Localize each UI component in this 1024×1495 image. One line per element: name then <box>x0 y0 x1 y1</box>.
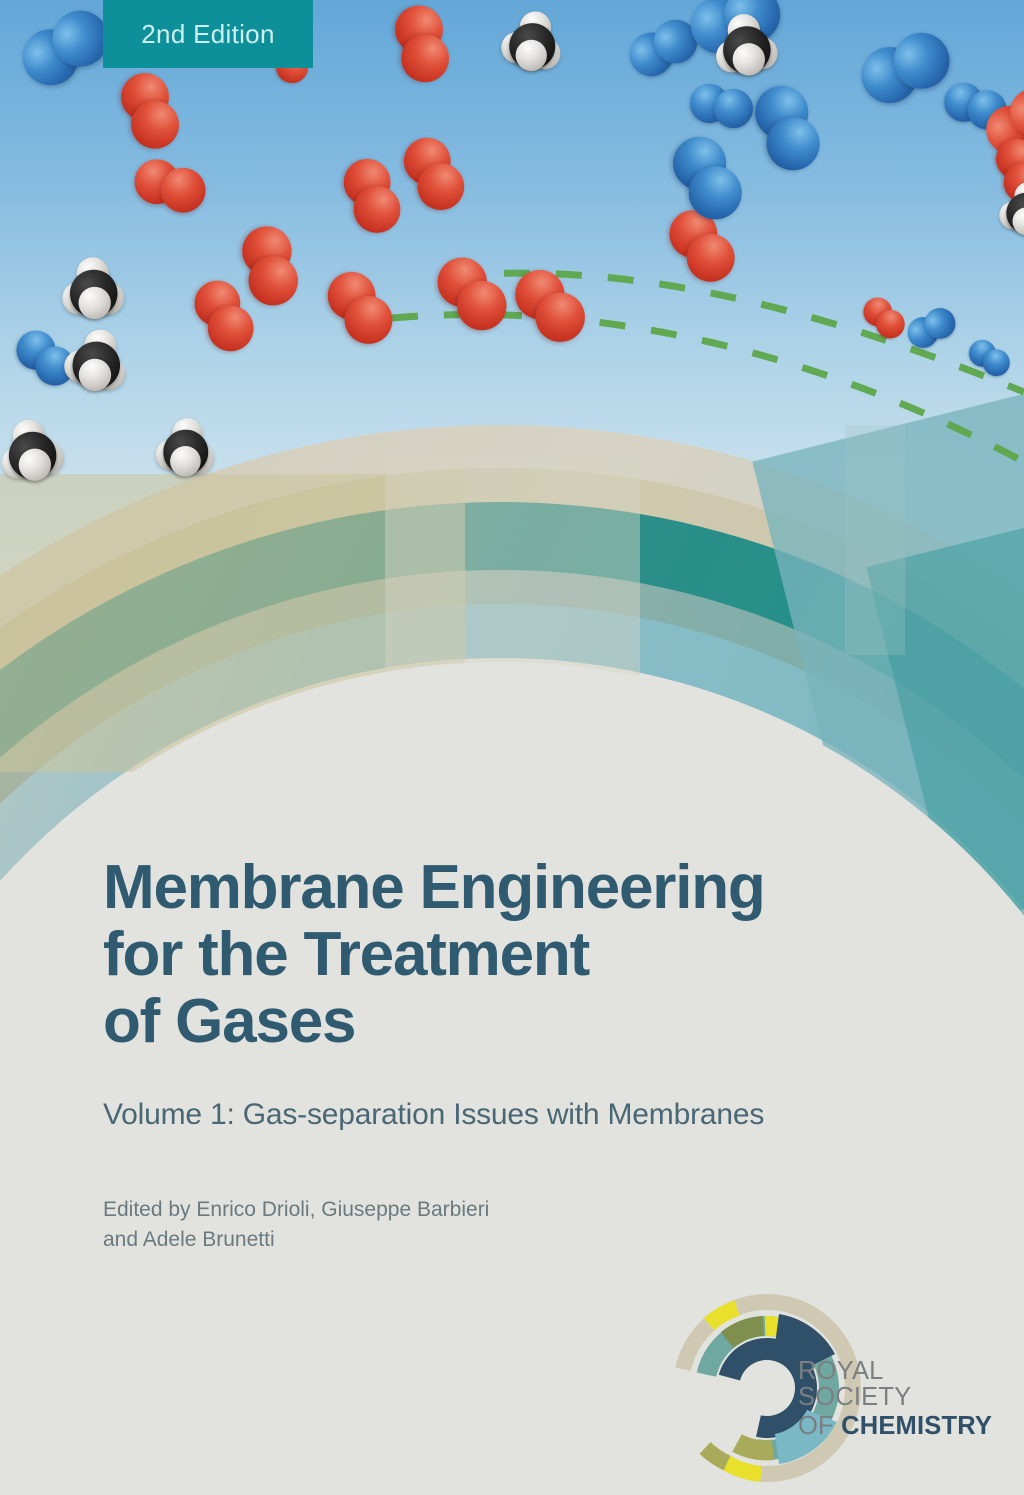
editors-credit: Edited by Enrico Drioli, Giuseppe Barbie… <box>103 1195 933 1256</box>
edition-badge-label: 2nd Edition <box>141 18 275 49</box>
editor-line-2: and Adele Brunetti <box>103 1228 275 1252</box>
title-line-3: of Gases <box>103 986 356 1056</box>
methane-molecule-icon <box>0 412 98 514</box>
page-title: Membrane Engineering for the Treatment o… <box>103 853 933 1056</box>
rsc-logo-icon: ROYAL SOCIETY OF CHEMISTRY <box>672 1293 1002 1483</box>
rsc-chemistry-label: CHEMISTRY <box>841 1412 993 1440</box>
cover-text-block: Membrane Engineering for the Treatment o… <box>103 853 933 1256</box>
methane-molecule-icon <box>712 8 811 107</box>
title-line-2: for the Treatment <box>103 919 590 989</box>
hydrogen-atom <box>78 286 111 320</box>
rsc-of-label: OF <box>798 1412 842 1440</box>
rsc-wordmark: ROYAL SOCIETY OF CHEMISTRY <box>798 1357 1003 1440</box>
methane-molecule-icon <box>149 414 246 511</box>
book-subtitle: Volume 1: Gas-separation Issues with Mem… <box>103 1097 765 1131</box>
rsc-line-of-chemistry: OF CHEMISTRY <box>798 1412 1003 1440</box>
title-line-1: Membrane Engineering <box>103 853 766 922</box>
methane-molecule-icon <box>492 6 596 110</box>
methane-molecule-icon <box>62 257 152 347</box>
rsc-line-royal-society: ROYAL SOCIETY <box>798 1357 912 1411</box>
rsc-logo-mark <box>673 1294 861 1482</box>
editor-line-1: Edited by Enrico Drioli, Giuseppe Barbie… <box>103 1197 490 1221</box>
edition-badge: 2nd Edition <box>103 0 313 68</box>
